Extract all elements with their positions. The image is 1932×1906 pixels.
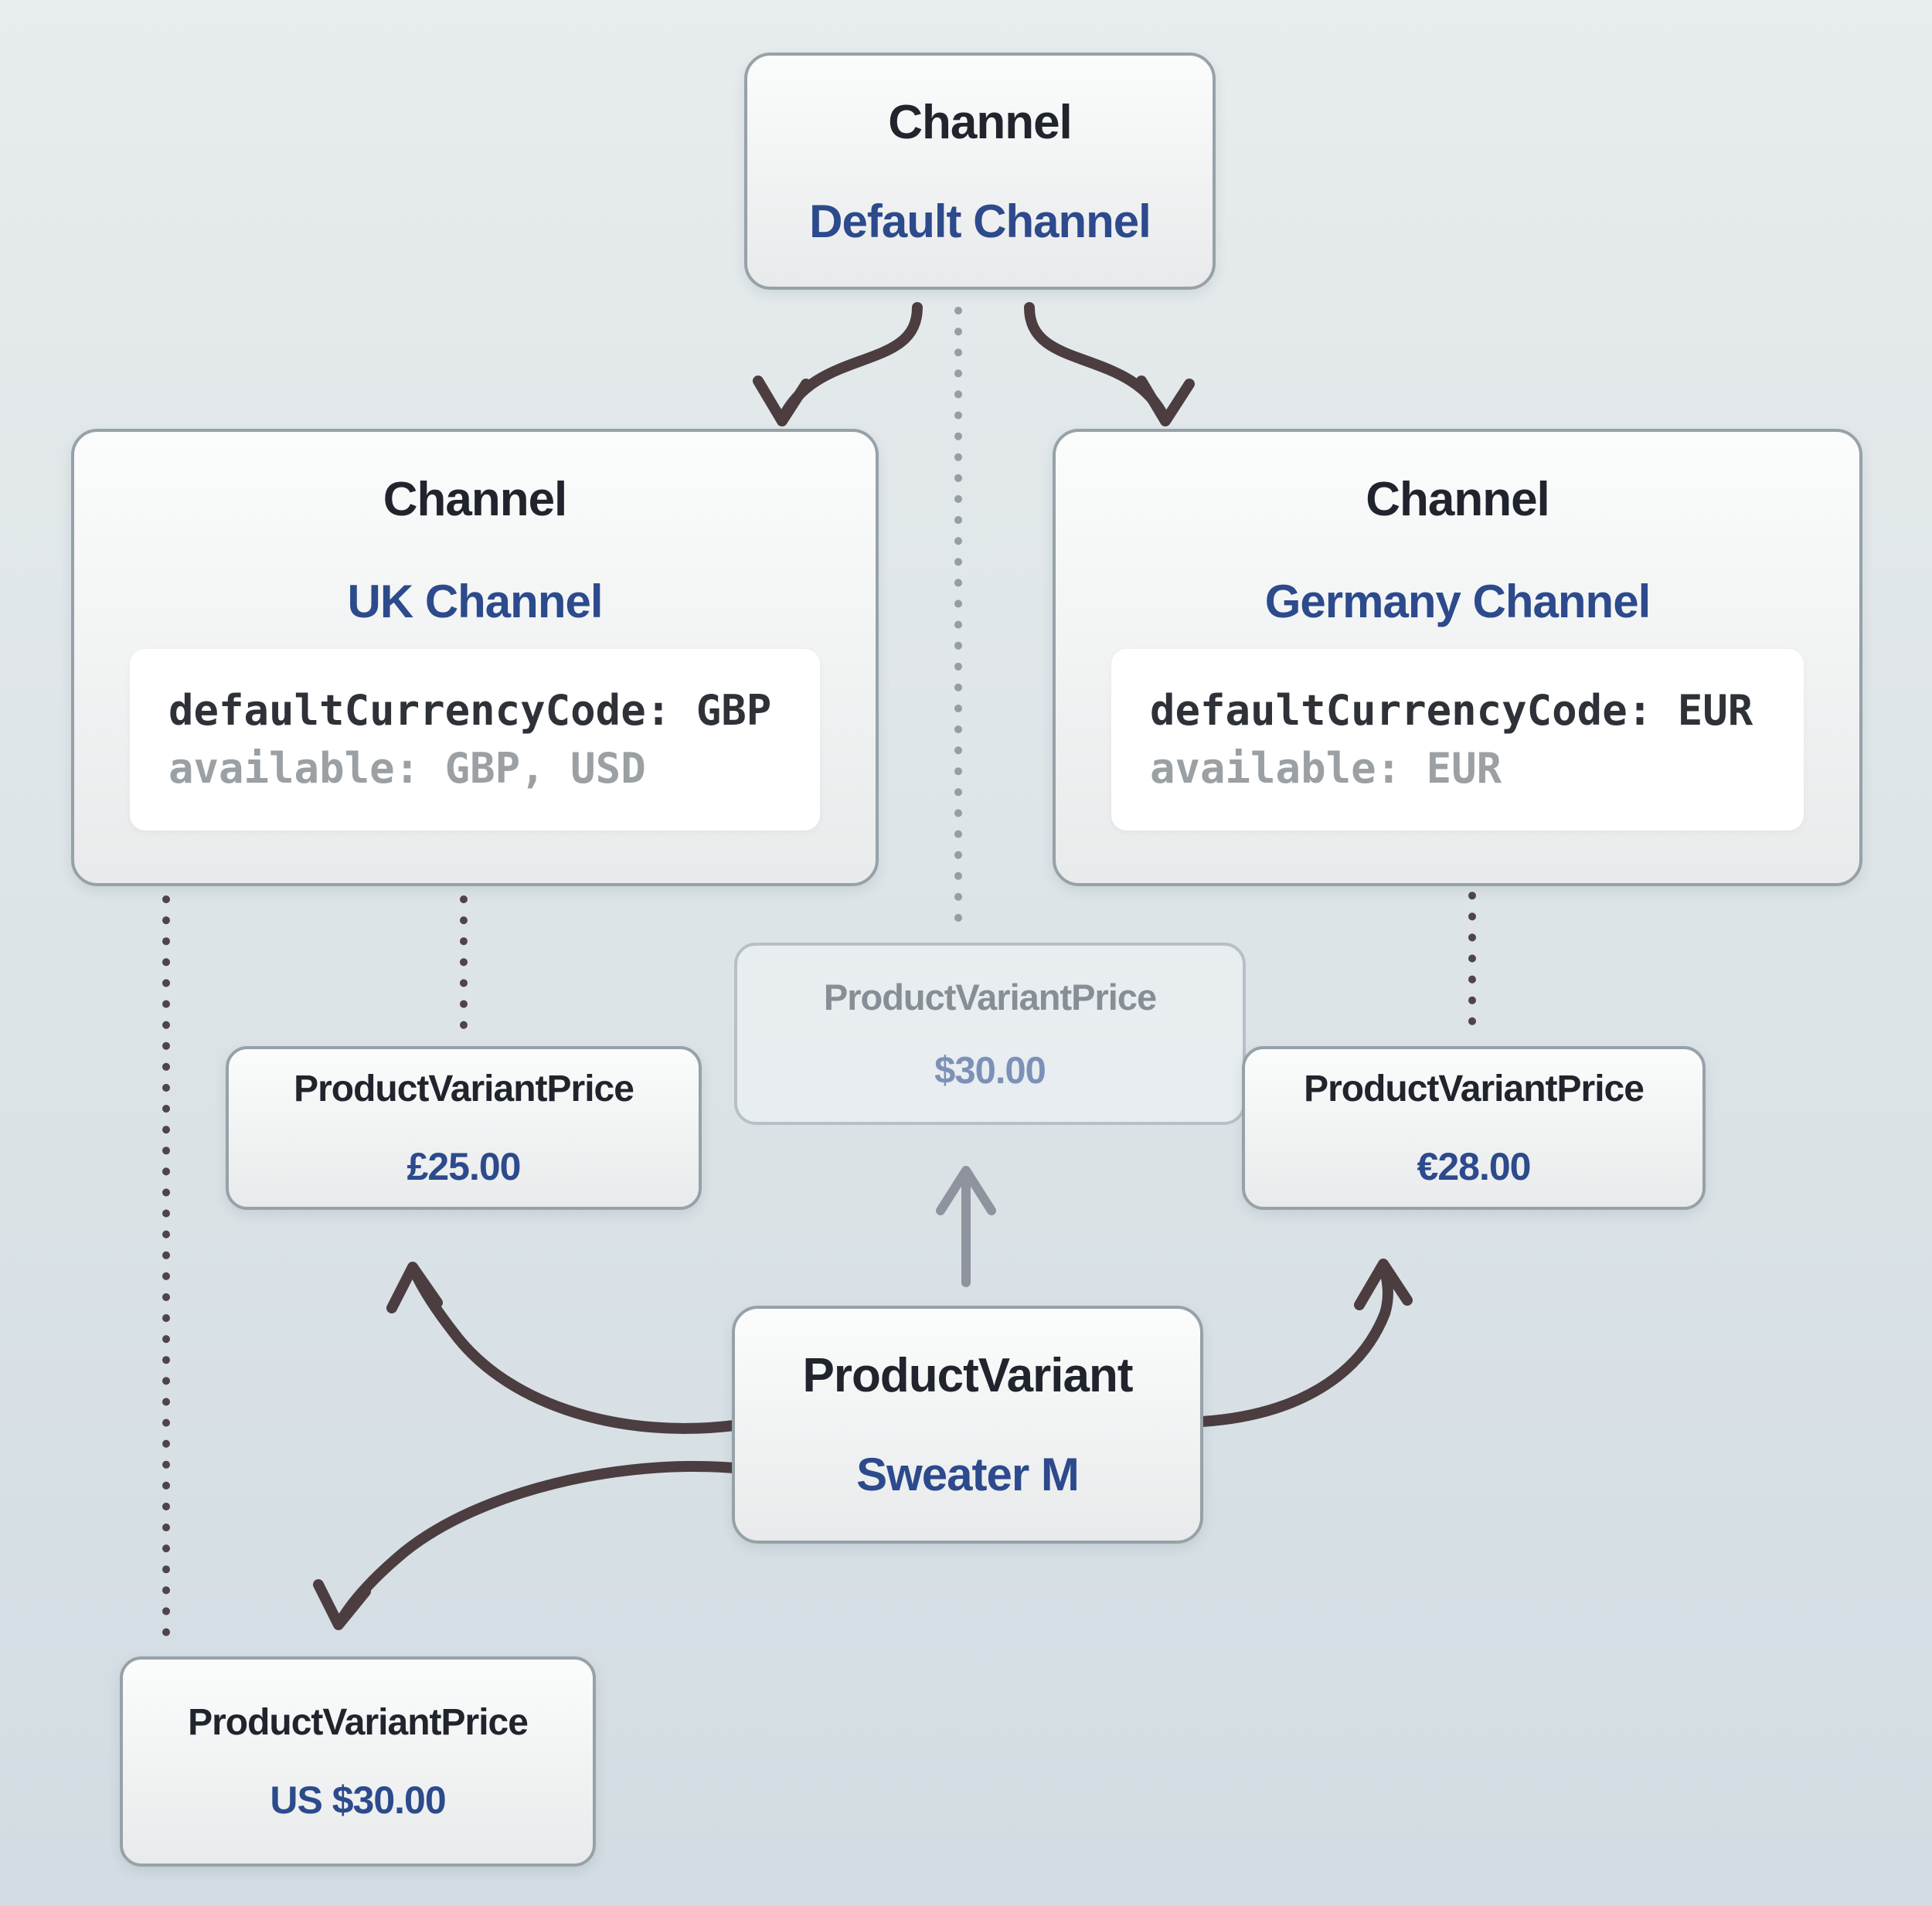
arrow-default-channel-to-germany-channel <box>1024 302 1195 426</box>
node-default-price: ProductVariantPrice $30.00 <box>734 943 1246 1125</box>
node-entity-label: ProductVariantPrice <box>1304 1068 1645 1109</box>
node-entity-label: Channel <box>1366 473 1550 526</box>
germany-channel-currency-codeblock: defaultCurrencyCode: EUR available: EUR <box>1111 648 1804 831</box>
node-name-label: Germany Channel <box>1264 576 1651 627</box>
default-currency-line: defaultCurrencyCode: EUR <box>1150 685 1753 735</box>
node-name-label: Sweater M <box>856 1449 1080 1500</box>
node-default-channel: Channel Default Channel <box>744 53 1216 290</box>
node-germany-price: ProductVariantPrice €28.00 <box>1242 1046 1706 1210</box>
node-name-label: UK Channel <box>347 576 603 627</box>
available-currency-line: available: GBP, USD <box>168 744 646 793</box>
uk-channel-currency-codeblock: defaultCurrencyCode: GBP available: GBP,… <box>130 648 820 831</box>
price-value: €28.00 <box>1417 1144 1532 1188</box>
node-entity-label: Channel <box>888 95 1073 149</box>
arrow-product-variant-to-uk-price <box>386 1262 740 1434</box>
node-product-variant: ProductVariant Sweater M <box>732 1306 1203 1544</box>
price-value: US $30.00 <box>270 1778 446 1822</box>
node-uk-price: ProductVariantPrice £25.00 <box>226 1046 702 1210</box>
arrow-product-variant-to-default-price <box>936 1166 996 1287</box>
price-value: £25.00 <box>406 1144 522 1188</box>
node-entity-label: ProductVariantPrice <box>823 976 1157 1018</box>
node-entity-label: Channel <box>383 473 568 526</box>
node-entity-label: ProductVariantPrice <box>294 1068 634 1109</box>
arrow-product-variant-to-us-price <box>313 1461 740 1630</box>
arrow-default-channel-to-uk-channel <box>753 302 923 426</box>
node-entity-label: ProductVariantPrice <box>188 1701 529 1743</box>
node-uk-channel: Channel UK Channel defaultCurrencyCode: … <box>71 429 879 886</box>
default-currency-line: defaultCurrencyCode: GBP <box>168 685 772 735</box>
node-us-price: ProductVariantPrice US $30.00 <box>120 1656 596 1867</box>
arrow-product-variant-to-germany-price <box>1197 1259 1413 1427</box>
price-value: $30.00 <box>934 1049 1046 1092</box>
node-name-label: Default Channel <box>809 195 1151 247</box>
node-entity-label: ProductVariant <box>802 1349 1134 1402</box>
available-currency-line: available: EUR <box>1150 744 1502 793</box>
node-germany-channel: Channel Germany Channel defaultCurrencyC… <box>1053 429 1862 886</box>
